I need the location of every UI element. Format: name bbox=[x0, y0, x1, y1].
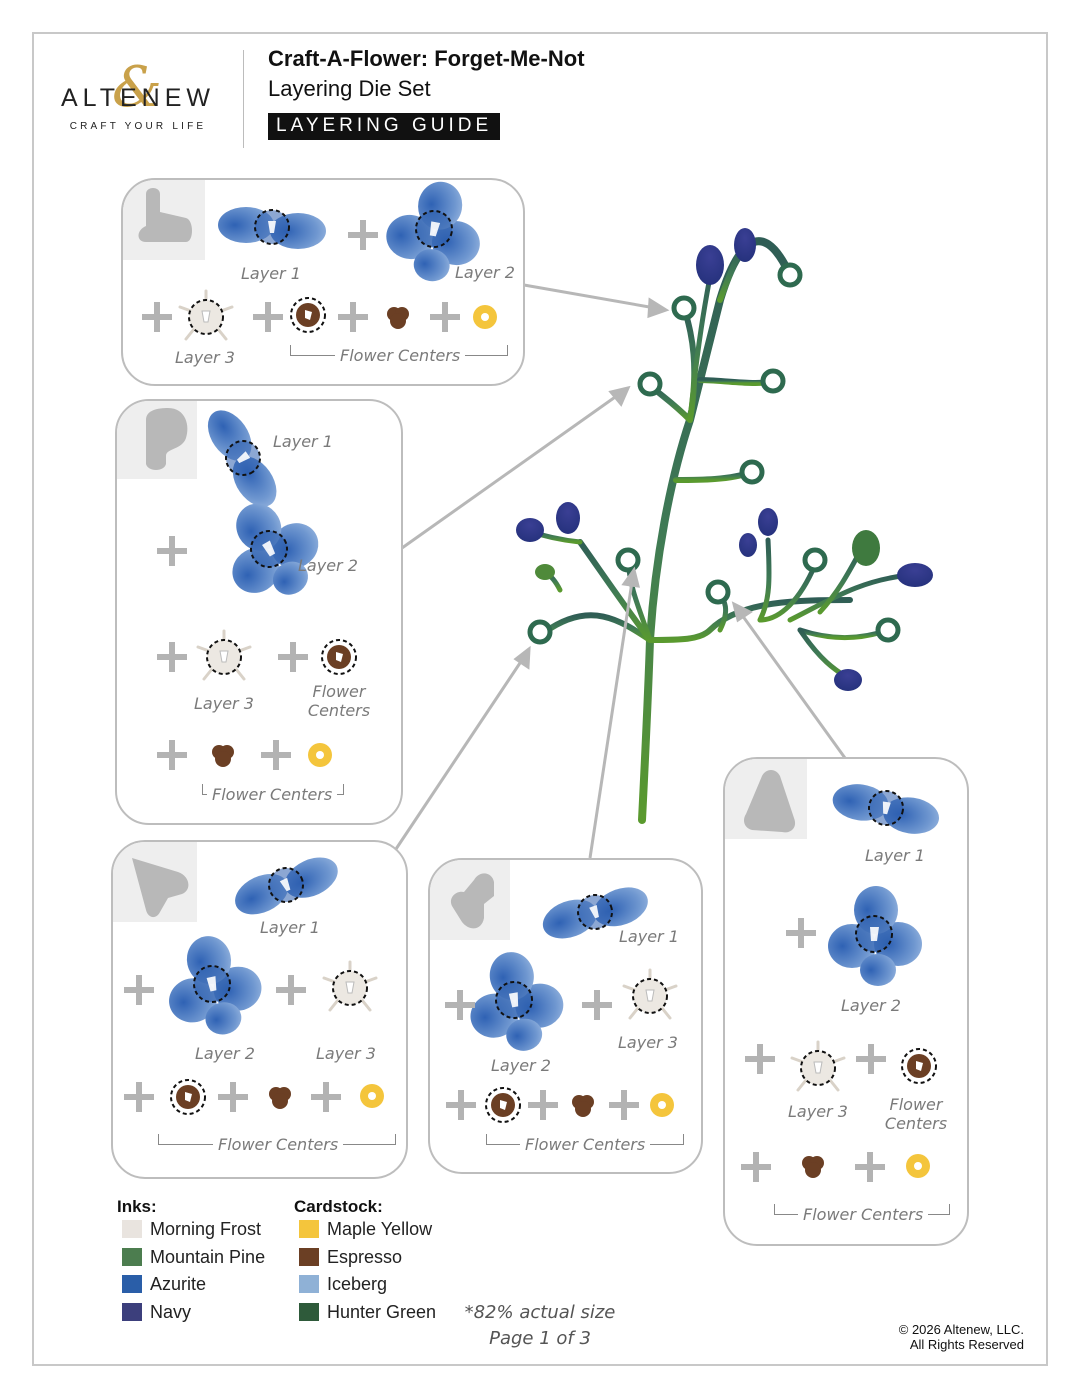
page-subtitle: Layering Die Set bbox=[268, 76, 431, 101]
flower-centers-label: Flower Centers bbox=[207, 785, 338, 804]
pointer-arrows bbox=[390, 283, 847, 859]
layer-1-label: Layer 1 bbox=[260, 918, 320, 937]
layer-2-label: Layer 2 bbox=[455, 263, 515, 282]
plus-icon bbox=[856, 1044, 886, 1074]
plus-icon bbox=[855, 1152, 885, 1182]
plus-icon bbox=[528, 1090, 558, 1120]
plus-icon bbox=[157, 740, 187, 770]
layer-3-label: Layer 3 bbox=[194, 694, 254, 713]
color-swatch bbox=[299, 1248, 319, 1266]
plus-icon bbox=[253, 302, 283, 332]
layer-1-label: Layer 1 bbox=[865, 846, 925, 865]
flower-centers-label: Flower Centers bbox=[335, 346, 466, 365]
layer-3-label: Layer 3 bbox=[618, 1033, 678, 1052]
page-number: Page 1 of 3 bbox=[489, 1328, 591, 1349]
cardstock-name: Hunter Green bbox=[327, 1302, 437, 1322]
copyright-line: © 2026 Altenew, LLC. bbox=[898, 1322, 1024, 1337]
layer-3-label: Layer 3 bbox=[316, 1044, 376, 1063]
brand-tagline: CRAFT YOUR LIFE bbox=[69, 121, 207, 132]
cardstock-name: Iceberg bbox=[327, 1274, 388, 1294]
color-swatch bbox=[299, 1220, 319, 1238]
flower-centers-label: Flower Centers bbox=[884, 1095, 948, 1133]
ink-name: Azurite bbox=[150, 1274, 207, 1294]
copyright: © 2026 Altenew, LLC. All Rights Reserved bbox=[899, 1322, 1024, 1352]
color-swatch bbox=[299, 1275, 319, 1293]
flower-centers-label: Flower Centers bbox=[520, 1135, 651, 1154]
layer-3-label: Layer 3 bbox=[788, 1102, 848, 1121]
color-swatch bbox=[122, 1220, 142, 1238]
plus-icon bbox=[430, 302, 460, 332]
ink-item: Navy bbox=[122, 1302, 191, 1323]
flower-centers-label: Flower Centers bbox=[307, 682, 371, 720]
layer-2-label: Layer 2 bbox=[841, 996, 901, 1015]
rights-line: All Rights Reserved bbox=[909, 1337, 1024, 1352]
plus-icon bbox=[311, 1082, 341, 1112]
color-swatch bbox=[122, 1248, 142, 1266]
cardstock-heading: Cardstock: bbox=[294, 1197, 383, 1216]
ink-item: Mountain Pine bbox=[122, 1247, 265, 1268]
plus-icon bbox=[218, 1082, 248, 1112]
brand-ampersand-icon: & bbox=[112, 55, 162, 120]
plus-icon bbox=[142, 302, 172, 332]
ink-item: Azurite bbox=[122, 1274, 206, 1295]
layering-guide-badge: LAYERING GUIDE bbox=[268, 113, 501, 140]
size-note: *82% actual size bbox=[464, 1302, 616, 1323]
plus-icon bbox=[157, 642, 187, 672]
header-divider bbox=[243, 50, 244, 148]
plus-icon bbox=[445, 990, 475, 1020]
plus-icon bbox=[124, 1082, 154, 1112]
cardstock-item: Espresso bbox=[299, 1247, 402, 1268]
bud-cluster bbox=[516, 228, 933, 691]
ink-name: Morning Frost bbox=[150, 1219, 262, 1239]
ink-name: Mountain Pine bbox=[150, 1247, 266, 1267]
layer-1-label: Layer 1 bbox=[619, 927, 679, 946]
plus-icon bbox=[157, 536, 187, 566]
layer-2-label: Layer 2 bbox=[298, 556, 358, 575]
layer-1-label: Layer 1 bbox=[241, 264, 301, 283]
layer-3-label: Layer 3 bbox=[175, 348, 235, 367]
page-title: Craft-A-Flower: Forget-Me-Not bbox=[268, 46, 585, 71]
cardstock-name: Maple Yellow bbox=[327, 1219, 433, 1239]
plus-icon bbox=[786, 918, 816, 948]
plus-icon bbox=[446, 1090, 476, 1120]
layer-1-label: Layer 1 bbox=[273, 432, 333, 451]
plus-icon bbox=[741, 1152, 771, 1182]
flower-centers-label: Flower Centers bbox=[213, 1135, 344, 1154]
layer-2-label: Layer 2 bbox=[491, 1056, 551, 1075]
brand-name: ALTENEW bbox=[61, 84, 215, 112]
cardstock-item: Iceberg bbox=[299, 1274, 387, 1295]
plus-icon bbox=[582, 990, 612, 1020]
page-frame bbox=[32, 32, 1048, 1366]
color-swatch bbox=[299, 1303, 319, 1321]
layer-2-label: Layer 2 bbox=[195, 1044, 255, 1063]
plus-icon bbox=[745, 1044, 775, 1074]
cardstock-item: Hunter Green bbox=[299, 1302, 436, 1323]
cardstock-item: Maple Yellow bbox=[299, 1219, 432, 1240]
plus-icon bbox=[278, 642, 308, 672]
ink-name: Navy bbox=[150, 1302, 192, 1322]
plus-icon bbox=[261, 740, 291, 770]
cardstock-name: Espresso bbox=[327, 1247, 403, 1267]
plus-icon bbox=[348, 220, 378, 250]
plus-icon bbox=[609, 1090, 639, 1120]
plus-icon bbox=[276, 975, 306, 1005]
color-swatch bbox=[122, 1303, 142, 1321]
plus-icon bbox=[338, 302, 368, 332]
ink-item: Morning Frost bbox=[122, 1219, 261, 1240]
flower-centers-label: Flower Centers bbox=[798, 1205, 929, 1224]
inks-heading: Inks: bbox=[117, 1197, 157, 1216]
brand-logo: ALTENEW CRAFT YOUR LIFE bbox=[50, 84, 226, 132]
color-swatch bbox=[122, 1275, 142, 1293]
plus-icon bbox=[124, 975, 154, 1005]
